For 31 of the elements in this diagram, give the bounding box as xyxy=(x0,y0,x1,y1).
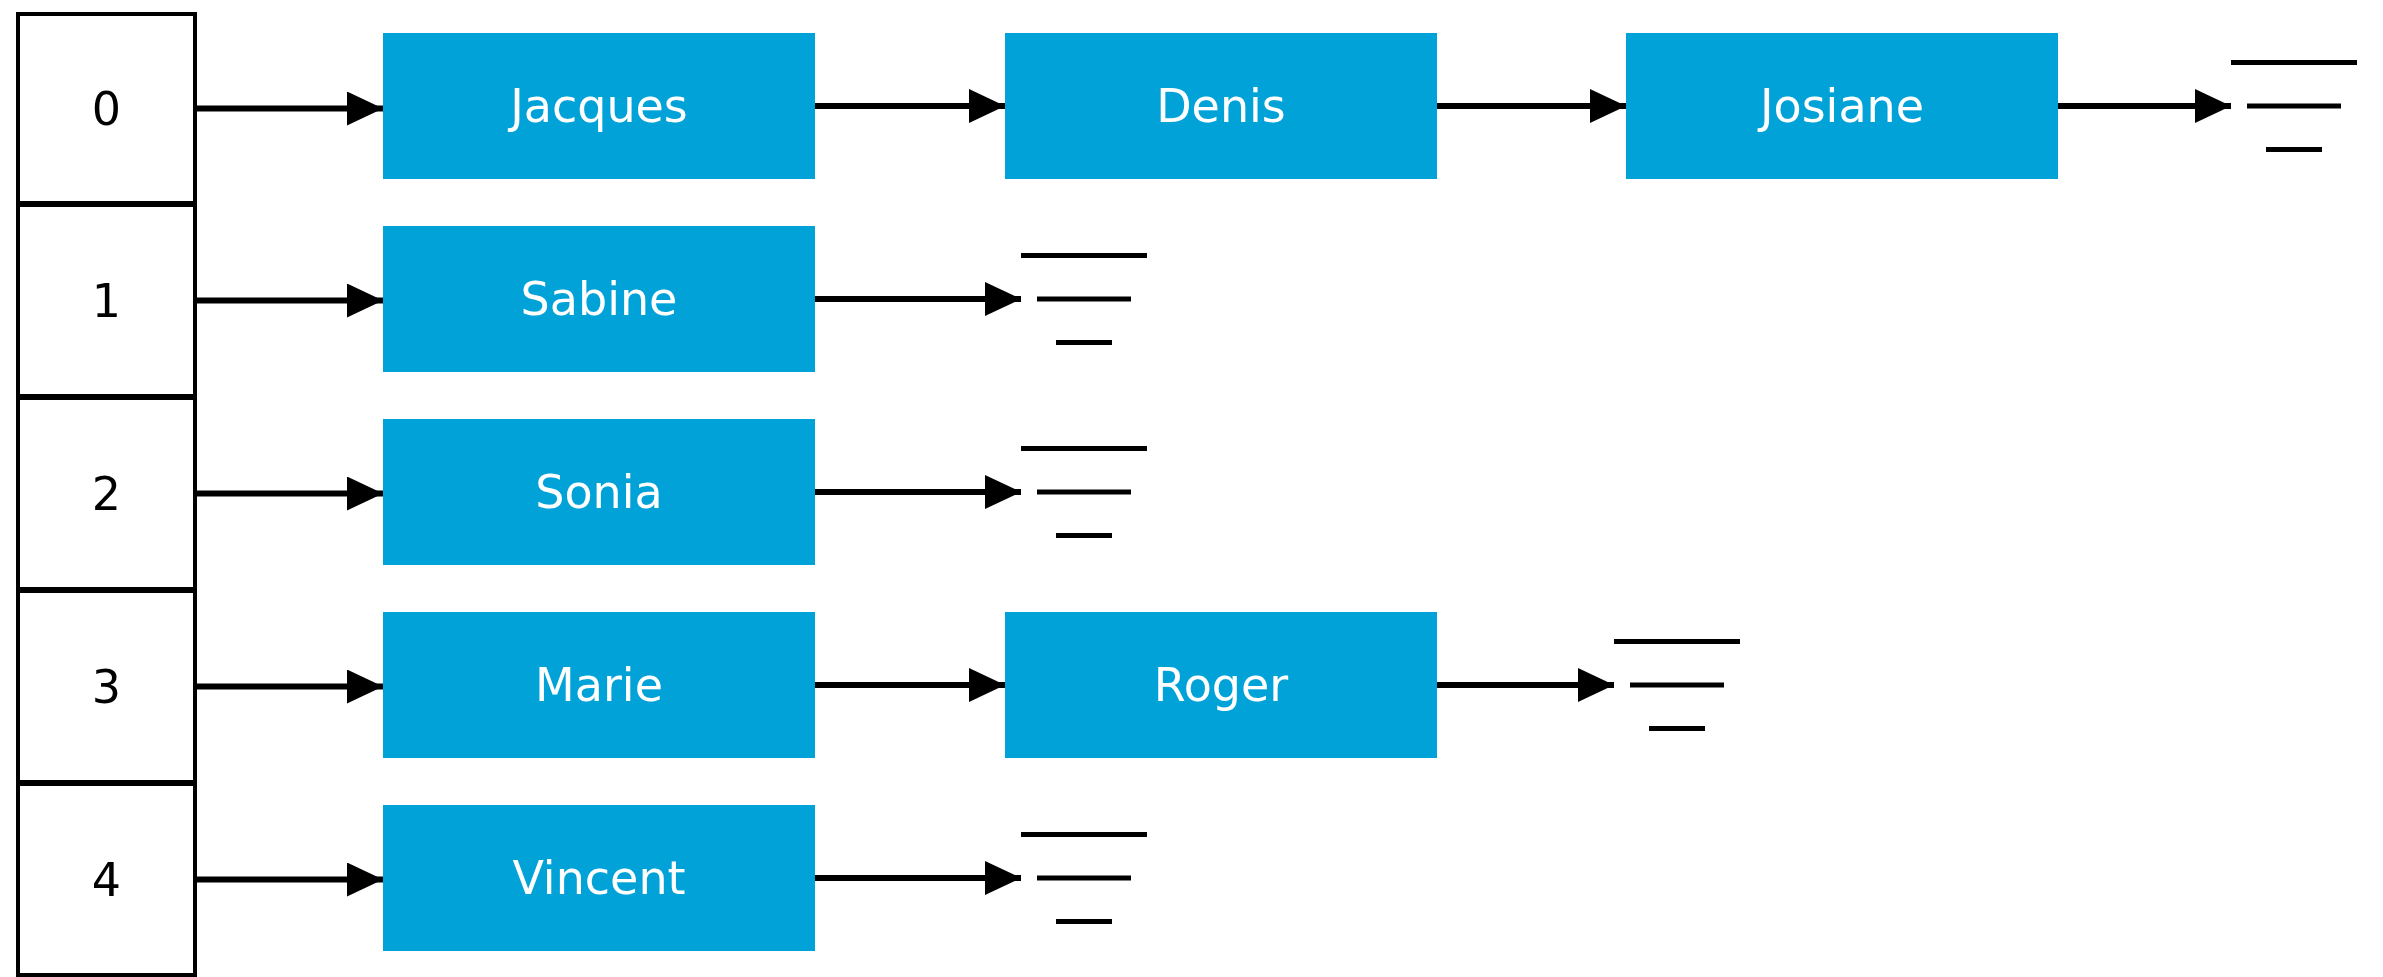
arrow xyxy=(815,861,1021,895)
table-cell: 1 xyxy=(16,203,197,398)
arrow xyxy=(197,669,383,704)
arrow xyxy=(815,89,1005,123)
arrow xyxy=(197,476,383,511)
arrow xyxy=(815,668,1005,702)
list-node: Roger xyxy=(1005,612,1437,758)
arrow xyxy=(1437,668,1614,702)
list-node: Marie xyxy=(383,612,815,758)
arrow xyxy=(815,282,1021,316)
arrow xyxy=(197,862,383,897)
null-terminator-icon xyxy=(1021,253,1147,345)
list-node: Sonia xyxy=(383,419,815,565)
null-terminator-icon xyxy=(1021,446,1147,538)
arrow xyxy=(815,475,1021,509)
table-cell: 0 xyxy=(16,12,197,205)
arrow xyxy=(1437,89,1626,123)
table-cell: 3 xyxy=(16,589,197,784)
list-node: Sabine xyxy=(383,226,815,372)
table-cell: 2 xyxy=(16,396,197,591)
arrow xyxy=(2058,89,2231,123)
list-node: Jacques xyxy=(383,33,815,179)
null-terminator-icon xyxy=(2231,60,2357,152)
arrow xyxy=(197,283,383,318)
null-terminator-icon xyxy=(1021,832,1147,924)
list-node: Vincent xyxy=(383,805,815,951)
list-node: Denis xyxy=(1005,33,1437,179)
arrow xyxy=(197,91,383,126)
list-node: Josiane xyxy=(1626,33,2058,179)
null-terminator-icon xyxy=(1614,639,1740,731)
table-cell: 4 xyxy=(16,782,197,977)
